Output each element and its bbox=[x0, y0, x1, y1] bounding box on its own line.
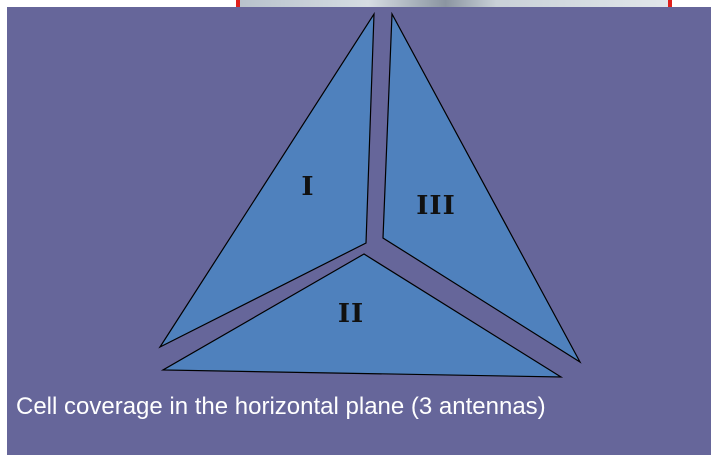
diagram-caption: Cell coverage in the horizontal plane (3… bbox=[16, 393, 546, 420]
top-photo-strip bbox=[236, 0, 672, 7]
sector-i-shape bbox=[158, 11, 375, 349]
sector-i-label: I bbox=[301, 172, 314, 202]
sector-ii-shape bbox=[160, 253, 564, 378]
sector-ii-label: II bbox=[338, 299, 364, 329]
sector-iii-label: III bbox=[416, 191, 456, 221]
sector-iii-shape bbox=[382, 11, 582, 364]
